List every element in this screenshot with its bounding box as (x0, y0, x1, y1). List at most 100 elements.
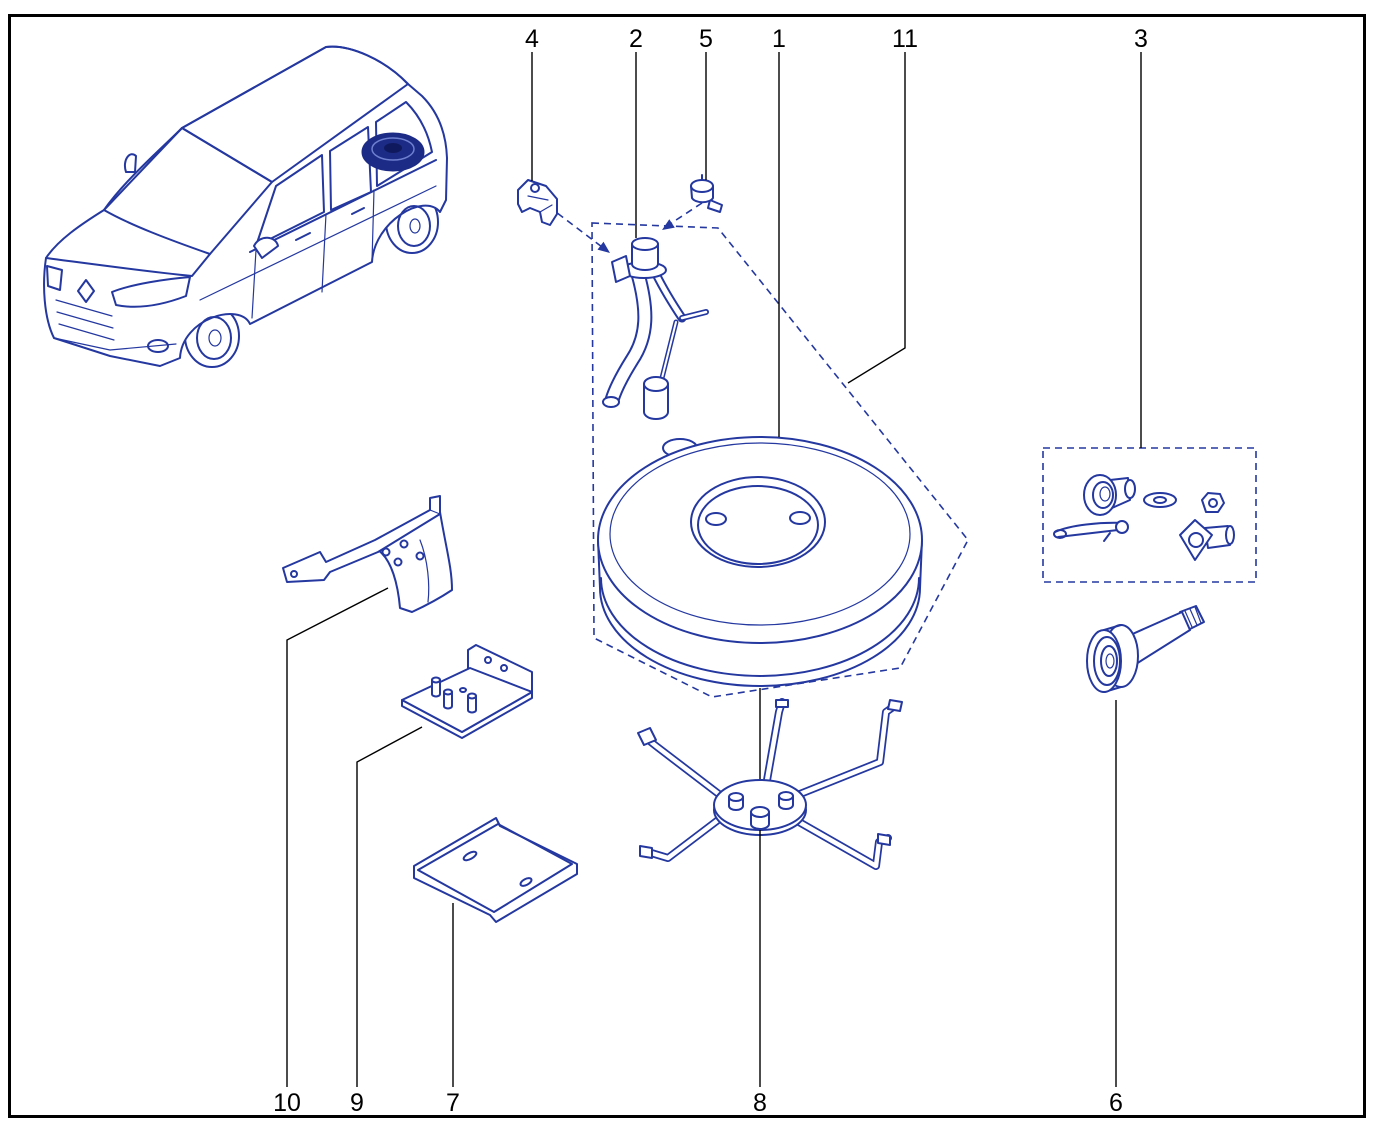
bracket-strap-edge (319, 509, 441, 563)
clip-4-body (517, 179, 558, 226)
plate-stud-3-top (467, 692, 477, 700)
far-side-mirror (124, 153, 137, 173)
nut (1201, 492, 1225, 513)
callout-label-7: 7 (446, 1089, 460, 1117)
callout-label-2: 2 (629, 25, 643, 53)
clip-5-tab (707, 199, 723, 213)
callout-label-10: 10 (273, 1089, 301, 1117)
callout-label-9: 9 (350, 1089, 364, 1117)
filler-tube-end (602, 396, 620, 408)
plate-stud-2 (443, 691, 453, 710)
part-4-clip (517, 179, 558, 226)
plate-stud-1-top (431, 676, 441, 684)
tank-recess-outer (690, 476, 826, 568)
flange-fitting-stub-end (1225, 525, 1235, 545)
star-tab-upper-left (637, 727, 657, 746)
part-2-filler-pipe (602, 237, 709, 420)
belt-line (249, 159, 437, 253)
cap-fitting-stem-end (1124, 479, 1136, 499)
callout-label-6: 6 (1109, 1089, 1123, 1117)
part-6-valve-fitting (1086, 605, 1205, 693)
float-body (643, 383, 669, 420)
star-tab-upper-right (887, 699, 903, 712)
leader-10 (286, 587, 389, 1087)
bracket-hole-1 (381, 547, 391, 557)
headlight (111, 276, 191, 308)
part-3-fittings-kit (1042, 447, 1257, 583)
bracket-saddle-crease (419, 539, 430, 603)
tank-recess-inner (697, 485, 819, 565)
valve-disc-ring (1093, 636, 1121, 686)
door-handles (295, 207, 365, 241)
plate-stud-3 (467, 695, 477, 714)
filler-main-tube-inner (606, 268, 651, 406)
gasket-hole (1153, 496, 1167, 504)
installed-tank-center (384, 143, 402, 153)
callout-label-11: 11 (892, 25, 918, 53)
front-wheel-rim (196, 316, 232, 360)
retaining-cord-ring (1115, 520, 1129, 534)
cap-fitting-center (1099, 486, 1111, 502)
callout-label-8: 8 (753, 1089, 767, 1117)
plate-wall-hole-2 (500, 664, 508, 672)
tray-slot-1 (462, 850, 478, 862)
leader-9 (356, 726, 423, 1087)
gasket (1143, 492, 1177, 508)
filler-rod-inner (680, 310, 708, 320)
grille (55, 299, 115, 341)
assembly-dashed-outline (591, 222, 969, 698)
rear-wheel-hub (409, 218, 421, 234)
hood-edge (45, 253, 211, 277)
tank-hole-right (789, 511, 811, 525)
callout-label-5: 5 (699, 25, 713, 53)
side-mirror (253, 236, 279, 259)
star-boss-center-top (750, 806, 770, 818)
tray-top-face (417, 823, 573, 913)
valve-disc-center (1105, 653, 1115, 669)
brand-logo (77, 279, 95, 303)
bracket-hole-2 (399, 539, 409, 549)
tank-hole-left (705, 512, 727, 526)
callout-label-1: 1 (772, 25, 786, 53)
filler-neck (631, 243, 659, 271)
vehicle-roof (181, 45, 409, 183)
fog-light (147, 339, 169, 353)
plate-hole (459, 687, 467, 693)
float-arm-inner (661, 321, 677, 379)
part-5-clip (690, 174, 723, 213)
plate-stud-2-top (443, 688, 453, 696)
plate-wall-hole-1 (484, 656, 492, 664)
clip-5-arrowhead (662, 219, 675, 230)
installed-tank-ring (371, 137, 415, 161)
valve-disc-front (1086, 629, 1122, 693)
part-7-support-tray (413, 817, 578, 923)
bracket-saddle (377, 511, 453, 613)
flange-fitting-bore (1188, 532, 1204, 548)
valve-disc-inner-ring (1100, 645, 1118, 677)
bracket-hole-3 (393, 557, 403, 567)
filler-second-tube-inner (653, 271, 685, 321)
filler-neck-top (631, 237, 659, 251)
star-boss-right-top (778, 791, 794, 801)
character-line (199, 185, 437, 301)
tank-side-seam (600, 577, 920, 677)
clip-4-edges (527, 195, 553, 213)
quarter-window (375, 101, 433, 187)
far-headlight (46, 265, 63, 291)
bracket-hole-4 (415, 551, 425, 561)
rear-door-window (329, 126, 372, 211)
tank-top-surface (597, 436, 923, 644)
part-1-toroidal-tank (597, 436, 923, 687)
vehicle-body (43, 45, 448, 367)
cap-fitting-ring (1092, 481, 1114, 509)
front-door-window (255, 154, 325, 247)
clip-4-hole (530, 183, 540, 193)
rear-wheel-rim (397, 205, 431, 247)
star-arm-lower-left-inner (645, 811, 729, 861)
tank-rolled-edge (609, 442, 911, 626)
callout-label-3: 3 (1134, 25, 1148, 53)
callout-label-4: 4 (525, 25, 539, 53)
valve-thread-lines (1184, 606, 1202, 628)
front-wheel-hub (208, 329, 222, 347)
